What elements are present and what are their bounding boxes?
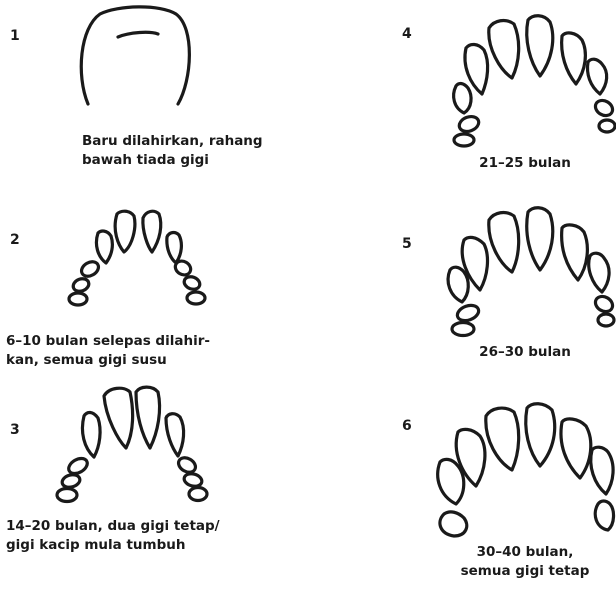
panel-number-4: 4 xyxy=(402,26,412,42)
panel-caption-3: 14–20 bulan, dua gigi tetap/ gigi kacip … xyxy=(6,517,220,555)
panel-caption-1: Baru dilahirkan, rahang bawah tiada gigi xyxy=(82,132,263,170)
canine-left xyxy=(66,455,90,476)
molar-right-back xyxy=(187,292,205,304)
jaw-drawing-3 xyxy=(57,387,207,501)
caption-line: semua gigi tetap xyxy=(440,562,610,581)
caption-line: 30–40 bulan, xyxy=(440,543,610,562)
incisor-right xyxy=(526,404,555,466)
canine-right xyxy=(589,253,609,292)
molar-right-back xyxy=(599,120,615,132)
molar-left xyxy=(61,473,81,489)
molar-left xyxy=(71,277,90,294)
canine-right xyxy=(588,59,607,94)
panel-number-2: 2 xyxy=(10,232,20,248)
molar-left-back xyxy=(454,134,474,146)
caption-line: bawah tiada gigi xyxy=(82,151,263,170)
lateral-right xyxy=(562,225,588,280)
incisor-right xyxy=(527,208,553,270)
molar-right xyxy=(182,275,201,292)
canine-right xyxy=(176,455,198,475)
molar-right xyxy=(593,293,616,314)
panel-caption-6: 30–40 bulan, semua gigi tetap xyxy=(440,543,610,581)
lateral-right xyxy=(167,233,182,263)
incisor-left xyxy=(115,211,135,252)
caption-line: kan, semua gigi susu xyxy=(6,351,210,370)
lateral-right xyxy=(166,414,184,456)
lateral-left xyxy=(462,237,487,290)
molar-right-back xyxy=(598,314,614,326)
canine-right xyxy=(591,447,613,494)
jaw-drawing-4 xyxy=(454,16,616,146)
molar-right xyxy=(593,97,616,118)
incisor-left xyxy=(489,21,519,78)
panel-caption-5: 26–30 bulan xyxy=(460,343,590,362)
incisor-right xyxy=(143,211,161,252)
caption-line: 14–20 bulan, dua gigi tetap/ xyxy=(6,517,220,536)
caption-line: 21–25 bulan xyxy=(460,154,590,173)
molar-right xyxy=(595,501,613,530)
panel-number-6: 6 xyxy=(402,418,412,434)
panel-number-3: 3 xyxy=(10,422,20,438)
panel-number-1: 1 xyxy=(10,28,20,44)
molar-right-back xyxy=(189,488,207,501)
caption-line: Baru dilahirkan, rahang xyxy=(82,132,263,151)
panel-caption-4: 21–25 bulan xyxy=(460,154,590,173)
empty-jaw-outline xyxy=(81,7,189,104)
canine-left xyxy=(454,84,471,113)
permanent-incisor-left xyxy=(104,388,133,448)
lateral-left xyxy=(96,231,112,263)
gum-line xyxy=(118,32,158,37)
caption-line: gigi kacip mula tumbuh xyxy=(6,536,220,555)
molar-right xyxy=(183,472,203,488)
canine-left xyxy=(438,459,464,504)
lateral-right xyxy=(561,419,591,478)
canine-left xyxy=(448,267,468,302)
jaw-drawing-2 xyxy=(69,211,205,305)
lateral-right xyxy=(562,33,586,84)
panel-caption-2: 6–10 bulan selepas dilahir- kan, semua g… xyxy=(6,332,210,370)
molar-left-back xyxy=(57,489,77,502)
molar-left xyxy=(455,303,480,324)
molar-left-back xyxy=(69,293,87,305)
jaw-drawing-1 xyxy=(81,7,189,104)
jaw-drawing-5 xyxy=(448,208,615,336)
molar-left xyxy=(457,114,481,134)
caption-line: 6–10 bulan selepas dilahir- xyxy=(6,332,210,351)
lateral-left xyxy=(456,429,485,486)
jaw-drawing-6 xyxy=(438,404,614,536)
canine-left xyxy=(79,259,101,279)
incisor-left xyxy=(486,408,519,470)
incisor-left xyxy=(489,213,519,272)
permanent-incisor-right xyxy=(136,387,160,448)
molar-left xyxy=(440,512,467,536)
molar-left-back xyxy=(452,323,474,336)
panel-number-5: 5 xyxy=(402,236,412,252)
incisor-right xyxy=(527,16,553,76)
caption-line: 26–30 bulan xyxy=(460,343,590,362)
lateral-left xyxy=(82,412,100,457)
